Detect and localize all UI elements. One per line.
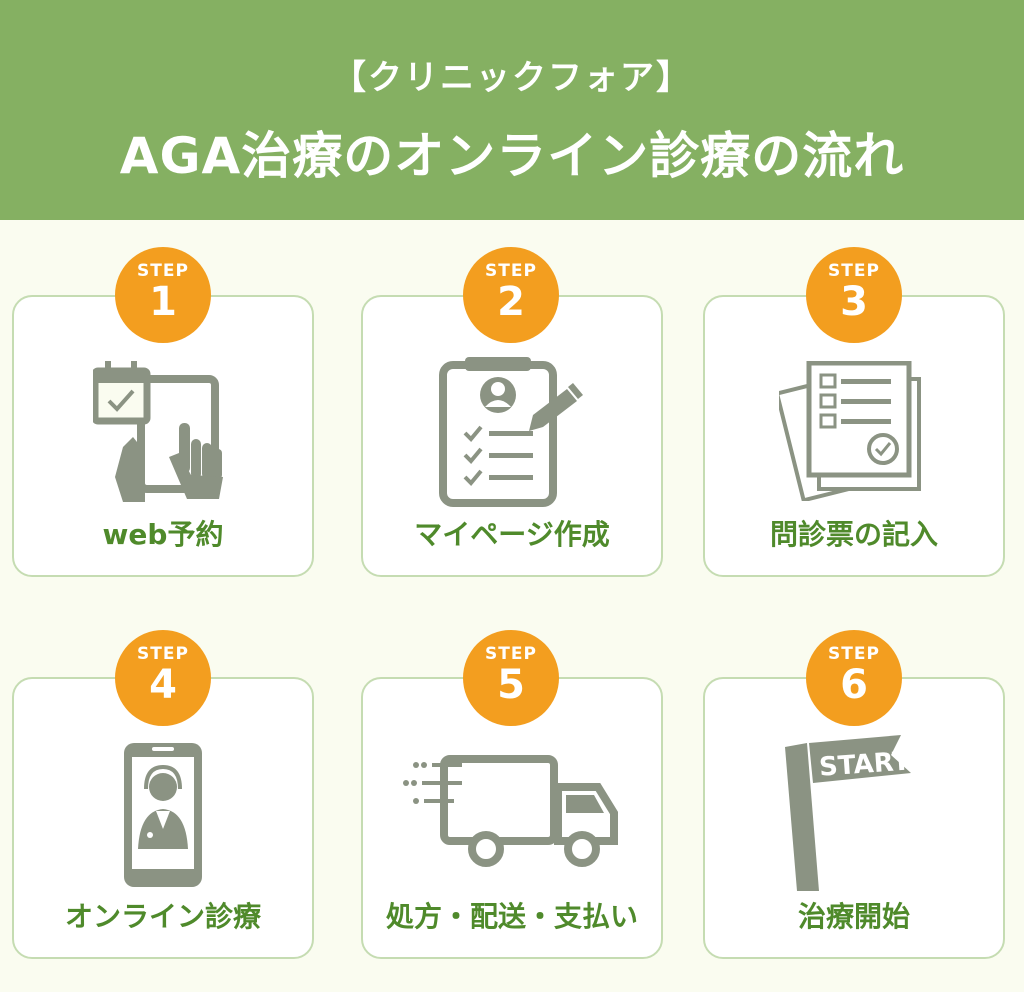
step-badge-4: STEP 4 <box>115 630 211 726</box>
tablet-calendar-icon <box>93 361 223 502</box>
step-number: 5 <box>497 662 525 708</box>
step-word: STEP <box>828 644 880 664</box>
flag-text: START <box>818 746 911 782</box>
step-number: 3 <box>840 279 868 325</box>
step-word: STEP <box>485 644 537 664</box>
step-word: STEP <box>828 261 880 281</box>
step-label: マイページ作成 <box>414 518 610 551</box>
header-subtitle: 【クリニックフォア】 <box>332 58 692 98</box>
step-number: 1 <box>149 279 177 325</box>
step-card-3: 問診票の記入 <box>703 295 1005 577</box>
delivery-truck-icon <box>403 755 618 867</box>
start-flag-icon: START <box>785 735 911 891</box>
clipboard-profile-icon <box>439 357 583 507</box>
step-label: 治療開始 <box>797 900 910 933</box>
header-banner: 【クリニックフォア】 AGA治療のオンライン診療の流れ <box>0 0 1024 220</box>
step-card-2: マイページ作成 <box>361 295 663 577</box>
step-number: 4 <box>149 662 177 708</box>
step-label: オンライン診療 <box>64 900 261 933</box>
step-word: STEP <box>137 261 189 281</box>
step-label: 問診票の記入 <box>769 518 938 551</box>
step-word: STEP <box>485 261 537 281</box>
step-number: 2 <box>497 279 525 325</box>
step-badge-5: STEP 5 <box>463 630 559 726</box>
smartphone-doctor-icon <box>124 743 202 887</box>
step-number: 6 <box>840 662 868 708</box>
step-label: 処方・配送・支払い <box>385 900 638 933</box>
step-badge-2: STEP 2 <box>463 247 559 343</box>
step-badge-3: STEP 3 <box>806 247 902 343</box>
step-badge-6: STEP 6 <box>806 630 902 726</box>
questionnaire-icon <box>779 361 921 501</box>
header-title: AGA治療のオンライン診療の流れ <box>119 127 905 185</box>
step-word: STEP <box>137 644 189 664</box>
step-label: web予約 <box>102 518 224 551</box>
step-badge-1: STEP 1 <box>115 247 211 343</box>
